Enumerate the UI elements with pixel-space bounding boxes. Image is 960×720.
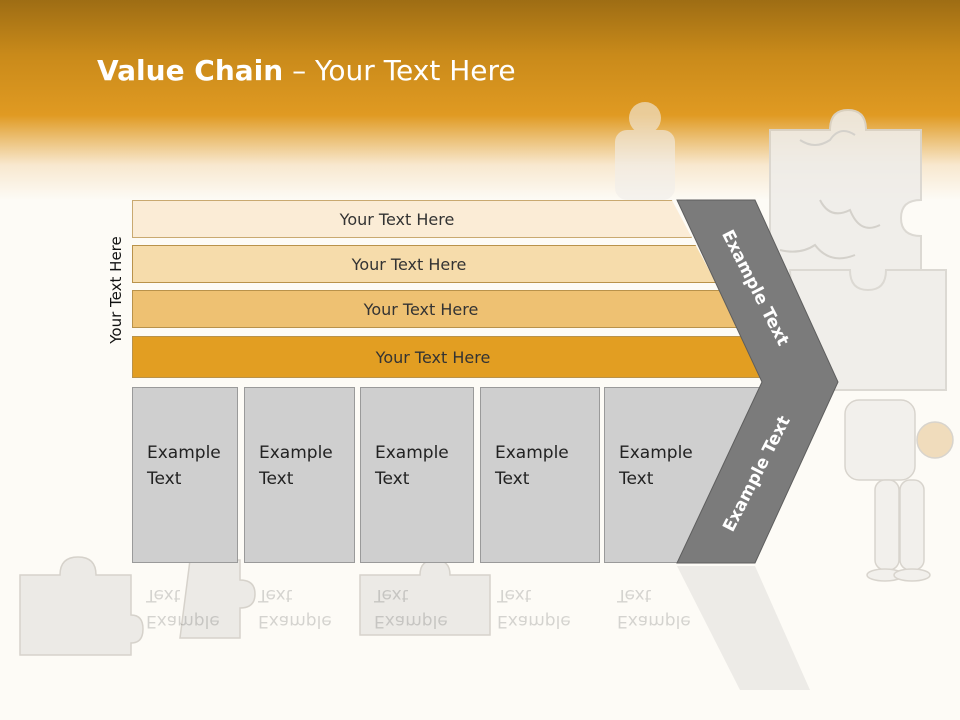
page-title: Value Chain – Your Text Here bbox=[97, 54, 516, 87]
band-4: Your Text Here bbox=[132, 336, 764, 378]
band-1: Your Text Here bbox=[132, 200, 692, 238]
box-3-line-1: Example bbox=[375, 443, 449, 463]
box-5-line-1: Example bbox=[619, 443, 693, 463]
box-1-line-1: Example bbox=[147, 443, 221, 463]
box-5-line-2: Text bbox=[619, 469, 654, 489]
band-2: Your Text Here bbox=[132, 245, 716, 283]
band-2-label: Your Text Here bbox=[351, 254, 467, 274]
band-1-label: Your Text Here bbox=[339, 209, 455, 229]
activity-box-2: Example Text bbox=[244, 387, 355, 563]
band-3-label: Your Text Here bbox=[363, 299, 479, 319]
activity-box-3: Example Text bbox=[360, 387, 474, 563]
activity-box-4: Example Text bbox=[480, 387, 600, 563]
box-4-line-2: Text bbox=[495, 469, 530, 489]
box-2-line-2: Text bbox=[259, 469, 294, 489]
box-2-line-1: Example bbox=[259, 443, 333, 463]
band-4-label: Your Text Here bbox=[375, 347, 491, 367]
box-4-line-1: Example bbox=[495, 443, 569, 463]
title-rest: – Your Text Here bbox=[283, 54, 516, 87]
activity-box-1: Example Text bbox=[132, 387, 238, 563]
title-bold: Value Chain bbox=[97, 54, 284, 87]
box-3-line-2: Text bbox=[375, 469, 410, 489]
band-3: Your Text Here bbox=[132, 290, 740, 328]
box-1-line-2: Text bbox=[147, 469, 182, 489]
